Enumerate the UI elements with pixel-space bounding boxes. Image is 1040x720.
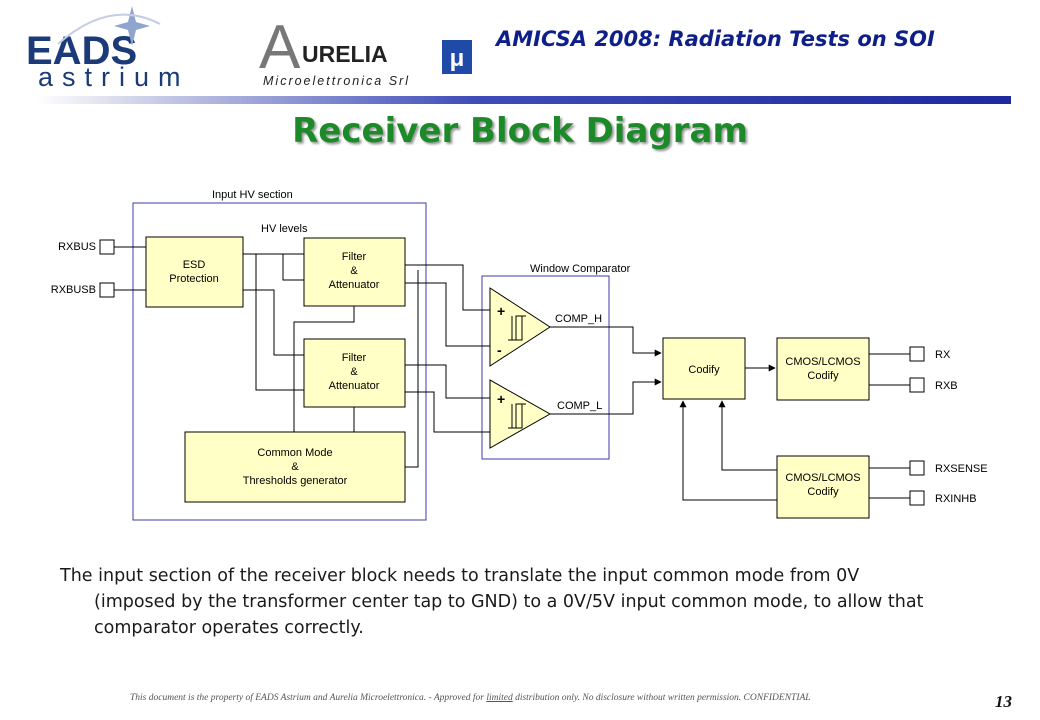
block-label: Filter: [342, 352, 367, 364]
hysteresis-icon: [508, 403, 526, 429]
output-wiring: [869, 353, 910, 499]
aurelia-logo-subtitle: Microelettronica Srl: [263, 74, 410, 88]
comparator-plus-label: +: [497, 303, 505, 319]
window-comparator-label: Window Comparator: [530, 263, 631, 275]
filter-attenuator-block-top: Filter & Attenuator: [303, 237, 406, 307]
output-rx: RX: [909, 346, 951, 362]
star-icon: [114, 6, 150, 46]
eads-logo-text: EADS: [26, 29, 137, 73]
comp-l-label: COMP_L: [557, 400, 602, 412]
aurelia-logo-letter: A: [259, 13, 301, 82]
hv-levels-label: HV levels: [261, 223, 308, 235]
block-label: &: [350, 265, 358, 277]
comparator-high: + -: [489, 287, 551, 367]
comparator-minus-label: -: [497, 342, 502, 358]
cmos-lcmos-codify-block-bottom: CMOS/LCMOS Codify: [776, 455, 870, 519]
swoosh-icon: [57, 13, 161, 45]
footer-note-underlined: limited: [486, 693, 513, 703]
header-title: AMICSA 2008: Radiation Tests on SOI: [496, 27, 935, 51]
codify-block: Codify: [662, 337, 746, 400]
aurelia-logo: A URELIA Microelettronica Srl μ: [259, 13, 472, 88]
output-rxsense: RXSENSE: [909, 460, 988, 476]
block-label: &: [291, 461, 299, 473]
header-rule: [36, 96, 1011, 104]
comparator-output-wiring: [550, 326, 662, 415]
input-rxbusb: RXBUSB: [51, 282, 146, 298]
output-pin: [909, 377, 925, 393]
input-pin: [99, 282, 115, 298]
output-rxinhb: RXINHB: [909, 490, 977, 506]
block-label: CMOS/LCMOS: [785, 356, 860, 368]
footer-note-part: This document is the property of EADS As…: [130, 693, 487, 703]
block-label: Codify: [807, 370, 839, 382]
body-paragraph: The input section of the receiver block …: [60, 563, 1000, 641]
hysteresis-icon: [508, 315, 526, 341]
input-label: RXBUS: [58, 241, 96, 253]
aurelia-logo-name: URELIA: [302, 41, 388, 67]
astrium-logo-text: astrium: [38, 62, 190, 92]
esd-protection-block: ESD Protection: [145, 236, 244, 308]
comp-h-label: COMP_H: [555, 313, 602, 325]
comparator-plus-label: +: [497, 391, 505, 407]
block-label: Codify: [688, 364, 720, 376]
footer-confidentiality-note: This document is the property of EADS As…: [130, 693, 920, 703]
footer-note-part: distribution only. No disclosure without…: [512, 693, 811, 703]
body-line: comparator operates correctly.: [94, 618, 364, 638]
output-label: RXINHB: [935, 493, 977, 505]
eads-astrium-logo: EADS astrium: [26, 6, 190, 92]
block-label: Common Mode: [257, 447, 332, 459]
comparator-low: +: [489, 379, 552, 449]
block-label: Attenuator: [329, 279, 380, 291]
block-label: Filter: [342, 251, 367, 263]
output-label: RX: [935, 349, 951, 361]
output-rxb: RXB: [909, 377, 958, 393]
block-label: Thresholds generator: [243, 475, 348, 487]
input-hv-section-label: Input HV section: [212, 189, 293, 201]
block-label: CMOS/LCMOS: [785, 472, 860, 484]
output-pin: [909, 346, 925, 362]
body-line: The input section of the receiver block …: [60, 566, 860, 586]
slide-title: Receiver Block Diagram: [292, 111, 748, 151]
input-rxbus: RXBUS: [58, 239, 146, 255]
common-mode-block: Common Mode & Thresholds generator: [184, 431, 406, 503]
output-label: RXSENSE: [935, 463, 988, 475]
feedback-wiring: [679, 400, 777, 501]
block-label: &: [350, 366, 358, 378]
input-label: RXBUSB: [51, 284, 96, 296]
output-label: RXB: [935, 380, 958, 392]
output-pin: [909, 460, 925, 476]
mu-icon: μ: [450, 45, 465, 72]
input-section-wiring: [243, 253, 490, 468]
block-label: ESD: [183, 259, 206, 271]
block-label: Codify: [807, 486, 839, 498]
body-line: (imposed by the transformer center tap t…: [94, 592, 924, 612]
page-number: 13: [995, 692, 1012, 711]
block-label: Attenuator: [329, 380, 380, 392]
cmos-lcmos-codify-block-top: CMOS/LCMOS Codify: [776, 337, 870, 401]
filter-attenuator-block-bottom: Filter & Attenuator: [303, 338, 406, 408]
input-pin: [99, 239, 115, 255]
header-logos: EADS astrium A URELIA Microelettronica S…: [26, 6, 472, 92]
window-comparator-frame: [481, 275, 610, 460]
input-hv-section-frame: [132, 202, 427, 521]
output-pin: [909, 490, 925, 506]
aurelia-mu-badge: [442, 40, 472, 74]
block-label: Protection: [169, 273, 219, 285]
